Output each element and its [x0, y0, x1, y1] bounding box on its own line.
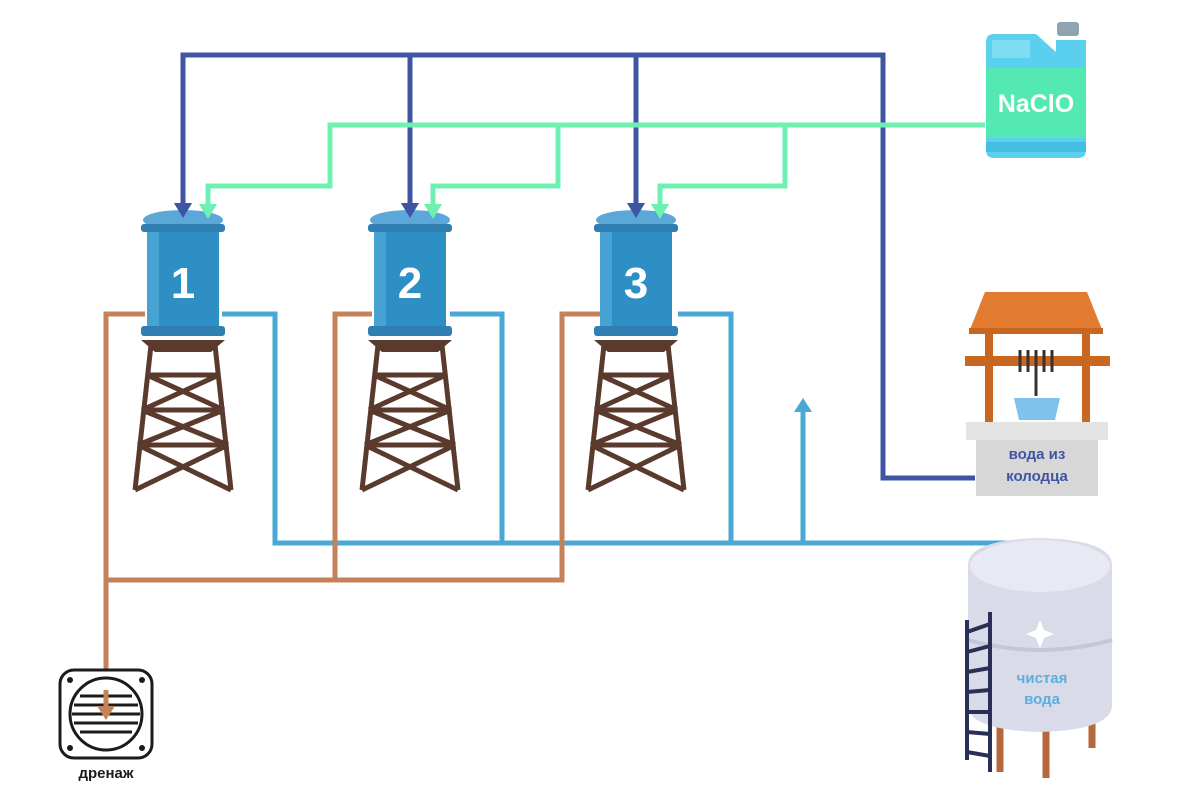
tank-rim	[141, 224, 225, 232]
well-label-line1: вода из	[1009, 446, 1066, 463]
naclo-label: NaClO	[998, 90, 1074, 118]
water-tower-1: 1	[132, 210, 234, 493]
drain-screw	[139, 745, 145, 751]
tank-number: 3	[624, 259, 648, 308]
well-post-left	[985, 334, 993, 424]
tank-base-rim	[594, 326, 678, 336]
well-winch	[1018, 350, 1054, 396]
drain-grate: дренаж	[58, 668, 154, 782]
tank-rim	[368, 224, 452, 232]
tank-rim	[594, 224, 678, 232]
tower-legs	[359, 344, 461, 493]
canister-cap	[1057, 22, 1079, 36]
inlet-arrowheads-top	[174, 203, 669, 219]
clean-tank-label-line2: вода	[1024, 691, 1061, 708]
tank-number: 1	[171, 259, 195, 308]
clean-water-tank: чистая вода	[965, 538, 1113, 778]
well-rim	[966, 422, 1108, 440]
clean-tank-label-line1: чистая	[1017, 670, 1068, 687]
canister-stripe	[986, 142, 1086, 152]
well-water-pipe	[180, 52, 975, 481]
tower-platform	[368, 340, 452, 352]
well-label-line2: колодца	[1006, 468, 1068, 485]
drain-screw	[67, 745, 73, 751]
canister-label-panel	[986, 68, 1086, 138]
tank-highlight	[600, 232, 612, 328]
drain-arrowhead	[97, 706, 115, 720]
chlorine-pipe	[205, 122, 985, 206]
canister-handle	[992, 40, 1030, 58]
tower-legs	[132, 344, 234, 493]
tank-highlight	[374, 232, 386, 328]
tank-ladder	[965, 612, 992, 772]
water-tower-2: 2	[359, 210, 461, 493]
sparkle-icon	[1026, 620, 1054, 648]
clean-tank-top	[970, 540, 1110, 592]
tower-platform	[594, 340, 678, 352]
drain-screw	[139, 677, 145, 683]
tank-base-rim	[141, 326, 225, 336]
well: вода из колодца	[965, 292, 1110, 496]
well-bucket	[1014, 398, 1060, 420]
drain-pipe	[103, 311, 600, 708]
well-roof	[969, 292, 1103, 332]
well-post-right	[1082, 334, 1090, 424]
drain-label: дренаж	[78, 765, 133, 782]
tank-highlight	[147, 232, 159, 328]
tank-base-rim	[368, 326, 452, 336]
naclo-canister: NaClO	[986, 22, 1086, 158]
tank-number: 2	[398, 259, 422, 308]
well-roof-edge	[969, 328, 1103, 334]
water-tower-3: 3	[585, 210, 687, 493]
tank-band	[967, 638, 1113, 652]
tower-legs	[585, 344, 687, 493]
tower-platform	[141, 340, 225, 352]
well-base	[976, 440, 1098, 496]
drain-screw	[67, 677, 73, 683]
